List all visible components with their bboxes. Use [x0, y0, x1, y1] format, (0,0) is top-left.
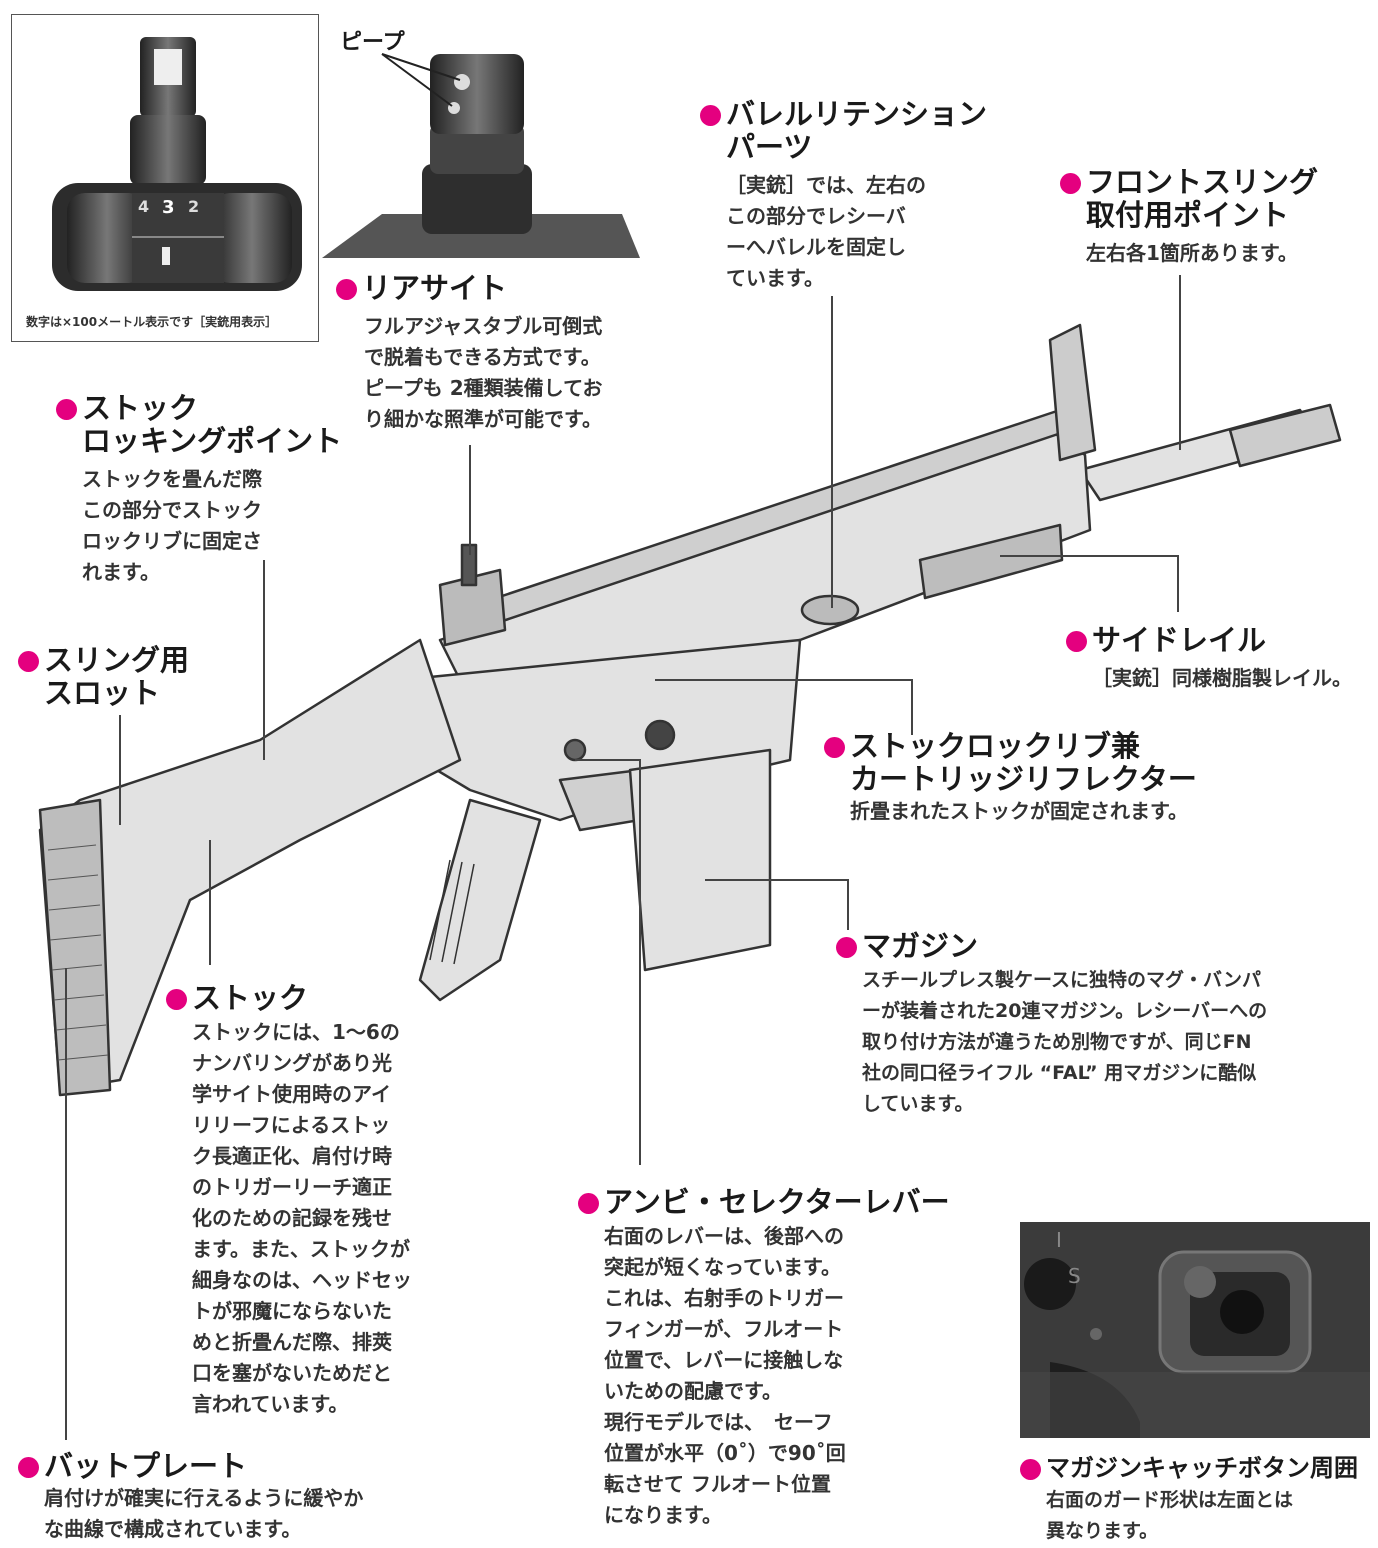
leader-stock-lock-rib — [655, 679, 913, 735]
trigger-guard — [558, 768, 642, 832]
grip-texture — [429, 859, 475, 965]
stock-lock-rib-title: ストックロックリブ兼 カートリッジリフレクター — [824, 730, 1197, 796]
callout-magazine: マガジン スチールプレス製ケースに独特のマグ・バンパ ーが装着された20連マガジ… — [836, 930, 1267, 1120]
bullet-dot — [18, 1457, 39, 1478]
mag-catch-desc: 右面のガード形状は左面とは 異なります。 — [1046, 1489, 1294, 1542]
bullet-dot — [824, 737, 845, 758]
bullet-dot — [1020, 1459, 1041, 1480]
drum-number-4: 4 — [138, 197, 150, 216]
peep-closeup-illustration — [322, 53, 640, 258]
selector-mark-s: S — [1068, 1264, 1081, 1288]
mag-catch-photo-illustration — [1020, 1222, 1370, 1438]
selector-mark-i: I — [1056, 1228, 1062, 1252]
bullet-dot — [700, 105, 721, 126]
magazine-body — [628, 748, 772, 972]
side-rail-part — [918, 523, 1064, 600]
bullet-dot — [18, 651, 39, 672]
bullet-dot — [166, 989, 187, 1010]
butt-pad — [38, 798, 112, 1097]
callout-ambi-selector: アンビ・セレクターレバー 右面のレバーは、後部への 突起が短くなっています。 こ… — [578, 1186, 950, 1531]
leader-magazine — [705, 879, 849, 930]
bullet-dot — [578, 1193, 599, 1214]
barrel-retention-title: バレルリテンション パーツ — [700, 98, 987, 164]
callout-stock-locking-point: ストック ロッキングポイント ストックを畳んだ際 この部分でストック ロックリブ… — [56, 392, 342, 588]
callout-sling-slot: スリング用 スロット — [18, 644, 189, 710]
drum-caption: 数字は×100メートル表示です［実銃用表示］ — [26, 315, 278, 329]
drum-number-3: 3 — [162, 197, 175, 218]
front-sight-body — [1048, 323, 1097, 462]
front-sling-desc: 左右各1箇所あります。 — [1086, 241, 1298, 265]
mag-catch-title: マガジンキャッチボタン周囲 — [1020, 1452, 1358, 1485]
callout-rear-sight: リアサイト フルアジャスタブル可倒式 で脱着もできる方式です。 ピープも 2種類… — [336, 272, 602, 435]
leader-lines — [65, 275, 1181, 1440]
flash-hider — [1228, 403, 1342, 468]
callout-stock-lock-rib: ストックロックリブ兼 カートリッジリフレクター 折畳まれたストックが固定されます… — [824, 730, 1197, 827]
stock-locking-point-title: ストック ロッキングポイント — [56, 392, 342, 458]
stock-locking-point-desc: ストックを畳んだ際 この部分でストック ロックリブに固定さ れます。 — [82, 467, 262, 584]
rear-sight-title: リアサイト — [336, 272, 602, 305]
ambi-selector-desc: 右面のレバーは、後部への 突起が短くなっています。 これは、右射手のトリガー フ… — [604, 1224, 846, 1527]
sling-slot-title: スリング用 スロット — [18, 644, 189, 710]
stock-lock-rib-desc: 折畳まれたストックが固定されます。 — [850, 799, 1188, 823]
butt-plate-desc: 肩付けが確実に行えるように緩やか な曲線で構成されています。 — [44, 1486, 364, 1541]
leader-side-rail — [1000, 555, 1179, 612]
rear-sight-drum-illustration — [52, 37, 302, 291]
mag-catch-photo-inset: I S — [1020, 1222, 1370, 1438]
butt-plate-title: バットプレート — [18, 1450, 363, 1483]
side-rail-title: サイドレイル — [1066, 624, 1352, 657]
leader-ambi-selector — [575, 759, 641, 1165]
bullet-dot — [1066, 631, 1087, 652]
side-rail-desc: ［実銃］同様樹脂製レイル。 — [1092, 666, 1352, 690]
peep-closeup-inset: ピープ — [322, 14, 640, 258]
bullet-dot — [836, 937, 857, 958]
butt-pad-texture — [47, 844, 109, 1061]
front-sling-title: フロントスリング 取付用ポイント — [1060, 166, 1318, 232]
callout-barrel-retention: バレルリテンション パーツ ［実銃］では、左右の この部分でレシーバ ーへバレル… — [700, 98, 987, 294]
barrel-retention-desc: ［実銃］では、左右の この部分でレシーバ ーへバレルを固定し ています。 — [726, 173, 926, 290]
rifle-body — [38, 323, 1342, 1097]
callout-mag-catch: マガジンキャッチボタン周囲 右面のガード形状は左面とは 異なります。 — [1020, 1452, 1358, 1547]
callout-front-sling: フロントスリング 取付用ポイント 左右各1箇所あります。 — [1060, 166, 1318, 269]
rear-sight-desc: フルアジャスタブル可倒式 で脱着もできる方式です。 ピープも 2種類装備してお … — [364, 314, 603, 431]
callout-butt-plate: バットプレート 肩付けが確実に行えるように緩やか な曲線で構成されています。 — [18, 1450, 363, 1545]
magazine-title: マガジン — [836, 930, 1267, 963]
stock-title: ストック — [166, 982, 412, 1015]
rear-sight-body — [438, 568, 507, 647]
drum-number-2: 2 — [188, 197, 200, 216]
bullet-dot — [1060, 173, 1081, 194]
bullet-dot — [56, 399, 77, 420]
ambi-selector-title: アンビ・セレクターレバー — [578, 1186, 950, 1219]
peep-label: ピープ — [340, 30, 405, 55]
pistol-grip — [418, 798, 542, 1002]
rear-sight-drum-inset: 4 3 2 数字は×100メートル表示です［実銃用表示］ — [11, 14, 319, 342]
callout-stock: ストック ストックには、1～6の ナンバリングがあり光 学サイト使用時のアイ リ… — [166, 982, 412, 1420]
stock-desc: ストックには、1～6の ナンバリングがあり光 学サイト使用時のアイ リリーフによ… — [192, 1020, 412, 1416]
callout-side-rail: サイドレイル ［実銃］同様樹脂製レイル。 — [1066, 624, 1352, 694]
bullet-dot — [336, 279, 357, 300]
magazine-desc: スチールプレス製ケースに独特のマグ・バンパ ーが装着された20連マガジン。レシー… — [862, 969, 1268, 1115]
